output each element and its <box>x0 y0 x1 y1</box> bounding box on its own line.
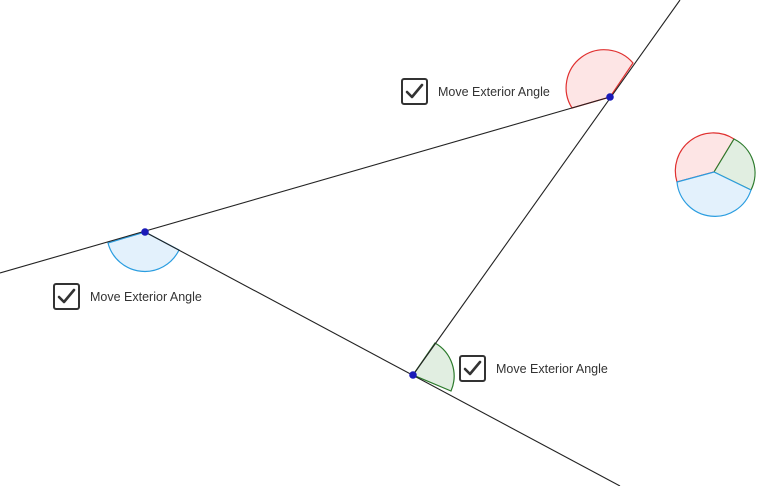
red-exterior-angle <box>565 49 634 109</box>
move-exterior-angle-checkbox-left[interactable]: Move Exterior Angle <box>53 283 202 310</box>
checkbox-box[interactable] <box>459 355 486 382</box>
vertex-point-left[interactable] <box>141 228 149 236</box>
vertex-point-bottom[interactable] <box>409 371 417 379</box>
checkbox-label: Move Exterior Angle <box>438 84 550 99</box>
line-left-top <box>0 96 611 274</box>
move-exterior-angle-checkbox-top[interactable]: Move Exterior Angle <box>401 78 550 105</box>
blue-exterior-angle <box>107 231 180 273</box>
angle-sum-blue-sector <box>676 171 752 217</box>
checkmark-icon <box>405 83 424 99</box>
line-top-bottom <box>412 0 681 376</box>
angle-sum-green-sector <box>713 138 756 191</box>
checkbox-box[interactable] <box>53 283 80 310</box>
checkmark-icon <box>463 360 482 376</box>
move-exterior-angle-checkbox-bottom[interactable]: Move Exterior Angle <box>459 355 608 382</box>
angle-sum-red-sector <box>674 132 735 183</box>
checkmark-icon <box>57 288 76 304</box>
checkbox-box[interactable] <box>401 78 428 105</box>
vertex-point-top[interactable] <box>606 93 614 101</box>
angle-sum-circle <box>674 132 756 217</box>
checkbox-label: Move Exterior Angle <box>90 289 202 304</box>
green-exterior-angle <box>412 342 455 392</box>
line-left-bottom <box>144 231 621 486</box>
checkbox-label: Move Exterior Angle <box>496 361 608 376</box>
